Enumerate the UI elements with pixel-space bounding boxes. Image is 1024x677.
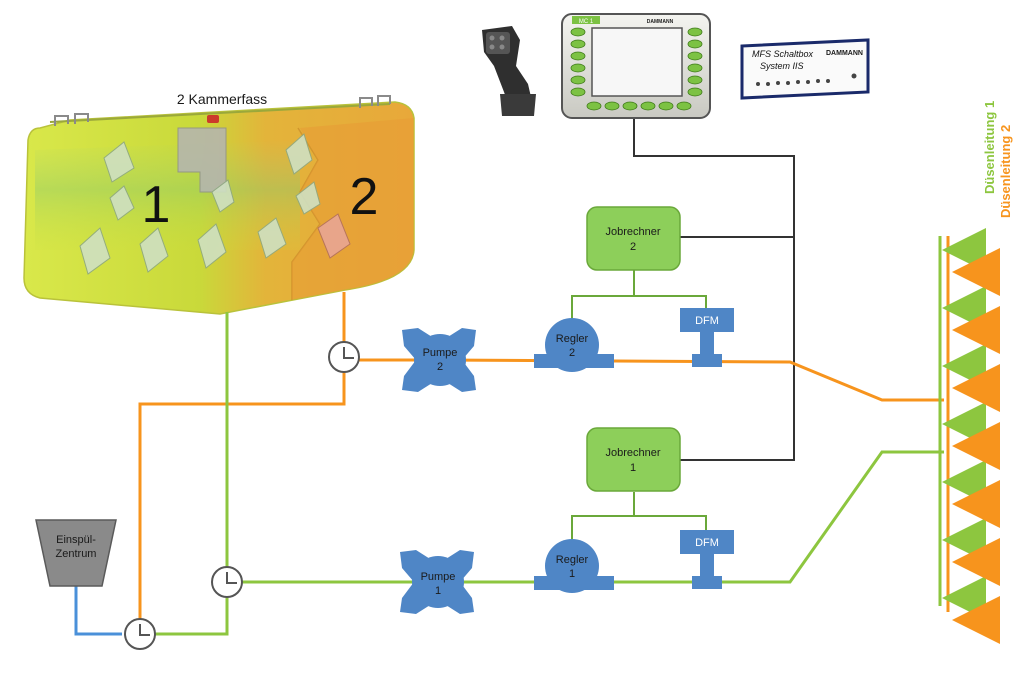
- valve-chamber2: [328, 341, 360, 373]
- pump-1-label-2: 1: [435, 585, 441, 597]
- flush-center-label-2: Zentrum: [56, 548, 97, 560]
- terminal-brand: DAMMANN: [647, 19, 674, 25]
- flush-center: Einspül- Zentrum: [35, 519, 117, 587]
- dfm-1-label: DFM: [695, 537, 719, 549]
- tank-chamber2-label: 2: [350, 168, 379, 226]
- tank-baffles: [79, 133, 321, 275]
- line2-pump2-to-boom: [439, 358, 944, 402]
- nozzle-line2: [952, 596, 1000, 644]
- nozzle-line2: [952, 248, 1000, 296]
- tank-filler-dome: [177, 127, 227, 193]
- boom: [938, 228, 1000, 644]
- dfm-2: DFM: [680, 308, 734, 367]
- valve-flush: [124, 618, 156, 650]
- jobrechner-2-label-1: Jobrechner: [605, 226, 660, 238]
- boom-nozzles-line2: [952, 248, 1000, 644]
- tank-title: 2 Kammerfass: [177, 91, 267, 107]
- boom-line2-label: Düsenleitung 2: [998, 125, 1013, 218]
- jobrechner-2: Jobrechner 2: [586, 206, 681, 271]
- control-cables: [633, 118, 795, 461]
- terminal-model: MC 1: [579, 19, 594, 25]
- valve-chamber1: [211, 566, 243, 598]
- tank-rim: [49, 103, 391, 123]
- terminal: MC 1 DAMMANN: [561, 13, 711, 119]
- regler-2-label-1: Regler: [556, 333, 589, 345]
- pump-2-label-2: 2: [437, 361, 443, 373]
- pump-2-label-1: Pumpe: [423, 347, 458, 359]
- nozzle-line2: [952, 480, 1000, 528]
- switchbox-brand: DAMMANN: [826, 50, 863, 57]
- jobrechner-harness: [571, 270, 707, 540]
- regler-2: Regler 2: [534, 318, 614, 372]
- regler-1-label-2: 1: [569, 568, 575, 580]
- jobrechner-1-label-1: Jobrechner: [605, 447, 660, 459]
- tank-chamber2-shade: [292, 118, 414, 300]
- pump-1: Pumpe 1: [400, 550, 474, 614]
- nozzle-line2: [952, 538, 1000, 586]
- pump-1-label-1: Pumpe: [421, 571, 456, 583]
- nozzle-line2: [952, 306, 1000, 354]
- nozzle-line2: [952, 422, 1000, 470]
- switchbox: MFS Schaltbox DAMMANN System IIS: [740, 38, 870, 100]
- switchbox-switches: [756, 73, 857, 86]
- terminal-buttons-right: [687, 27, 703, 97]
- boom-line1-label: Düsenleitung 1: [982, 101, 997, 194]
- tank-baffle-chamber2: [317, 213, 351, 259]
- dfm-2-label: DFM: [695, 315, 719, 327]
- pump-2: Pumpe 2: [402, 328, 476, 392]
- two-chamber-tank: 2 Kammerfass 1 2: [23, 91, 415, 315]
- jobrechner-2-label-2: 2: [630, 241, 636, 253]
- regler-1-label-1: Regler: [556, 554, 589, 566]
- tank-handle-right: [359, 95, 391, 108]
- jobrechner-1: Jobrechner 1: [586, 427, 681, 492]
- dfm-1: DFM: [680, 530, 734, 589]
- chamber1-outlet-pipe: [140, 312, 229, 636]
- terminal-buttons-left: [570, 27, 586, 97]
- switchbox-label-1: MFS Schaltbox: [752, 49, 814, 59]
- regler-2-label-2: 2: [569, 347, 575, 359]
- tank-handle-left: [54, 113, 89, 126]
- flush-center-label-1: Einspül-: [56, 534, 96, 546]
- terminal-cable: [633, 118, 795, 461]
- tank-chamber1-shade: [35, 140, 300, 250]
- regler-1: Regler 1: [534, 539, 614, 593]
- tank-chamber1-label: 1: [142, 176, 171, 234]
- jobrechner-1-label-2: 1: [630, 462, 636, 474]
- flush-line: [74, 584, 122, 636]
- switchbox-label-2: System IIS: [760, 61, 804, 71]
- nozzle-line2: [952, 364, 1000, 412]
- terminal-buttons-bottom: [586, 101, 692, 111]
- tank-filler-cap: [207, 115, 219, 123]
- joystick: [482, 26, 536, 116]
